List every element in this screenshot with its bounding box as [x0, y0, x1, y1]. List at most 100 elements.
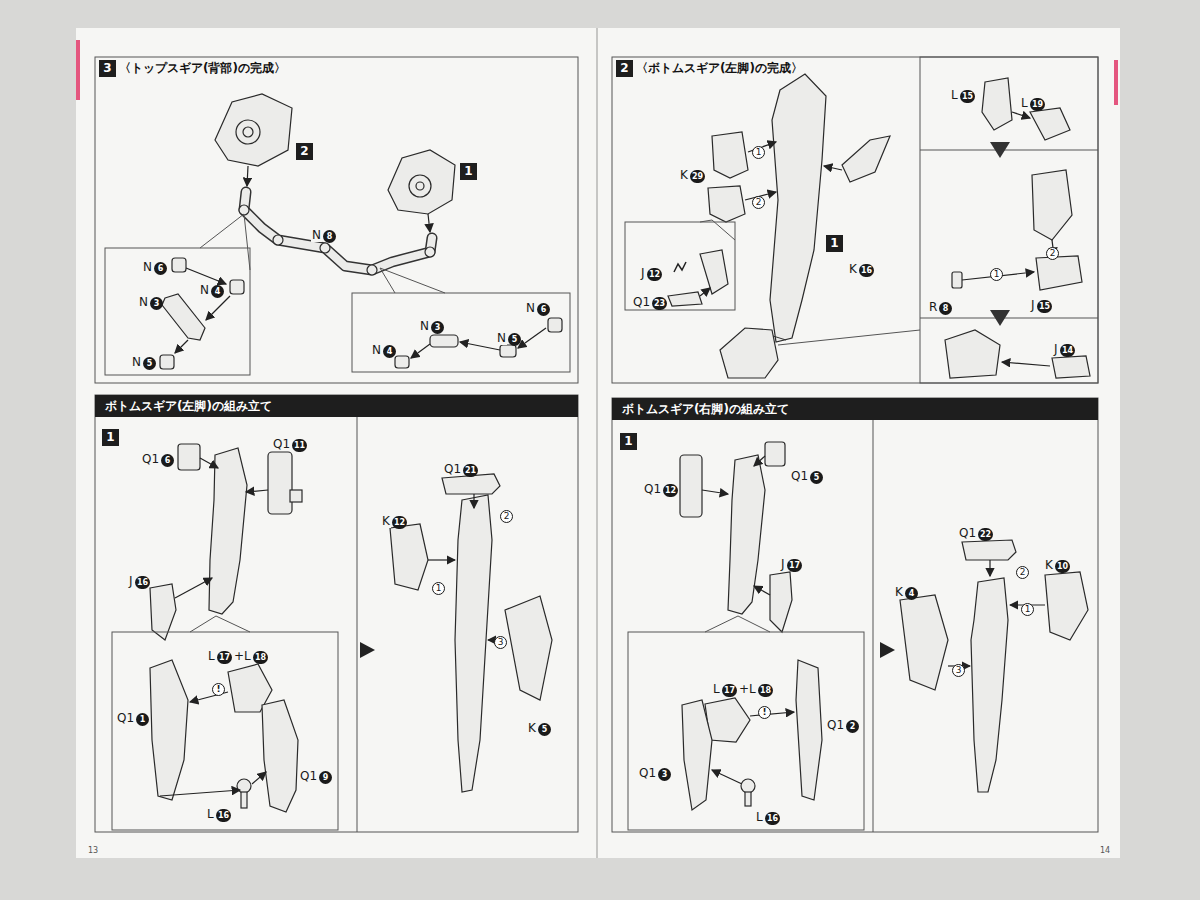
label-anchor: 11	[292, 433, 307, 452]
part-number: 12	[392, 516, 407, 529]
label-anchor: !	[212, 677, 225, 696]
order-circle: 2	[500, 510, 513, 523]
label-anchor: N	[131, 351, 142, 370]
part-number: 17	[722, 684, 737, 697]
part-number: 18	[758, 684, 773, 697]
part-number: 15	[1037, 300, 1052, 313]
label-anchor: !	[758, 700, 771, 719]
label-anchor: L	[950, 84, 959, 103]
label-anchor: 17	[722, 678, 737, 697]
order-circle: 2	[752, 196, 765, 209]
page-number: 14	[1100, 846, 1110, 855]
order-circle: 2	[1046, 247, 1059, 260]
label-anchor: 15	[1037, 294, 1052, 313]
label-anchor: L	[755, 806, 764, 825]
part-letter: K	[679, 168, 689, 182]
label-anchor: 4	[211, 279, 224, 298]
label-anchor: 8	[939, 296, 952, 315]
step-number-box: 1	[102, 426, 119, 446]
label-anchor: 12	[392, 510, 407, 529]
part-letter: Q1	[632, 295, 651, 309]
label-anchor: L	[207, 645, 216, 664]
part-letter: J	[1030, 298, 1036, 312]
part-letter: +L	[738, 682, 757, 696]
label-anchor: 5	[508, 327, 521, 346]
part-letter: L	[755, 810, 764, 824]
label-anchor: J	[1030, 294, 1036, 313]
part-letter: J	[640, 266, 646, 280]
label-anchor: L	[1020, 92, 1029, 111]
part-letter: N	[419, 319, 430, 333]
part-letter: N	[525, 301, 536, 315]
part-letter: Q1	[299, 769, 318, 783]
part-number: 16	[859, 264, 874, 277]
part-letter: N	[138, 295, 149, 309]
part-letter: +L	[233, 649, 252, 663]
label-anchor: 16	[765, 806, 780, 825]
label-anchor: 2	[1046, 241, 1059, 260]
order-circle: 3	[952, 664, 965, 677]
part-letter: L	[1020, 96, 1029, 110]
part-letter: Q1	[958, 526, 977, 540]
label-anchor: 2	[500, 504, 513, 523]
label-anchor: 3	[431, 315, 444, 334]
label-anchor: Q1	[443, 458, 462, 477]
label-anchor: Q1	[116, 707, 135, 726]
part-number: 2	[846, 720, 859, 733]
page-number: 13	[88, 846, 98, 855]
part-number: 11	[292, 439, 307, 452]
part-letter: L	[950, 88, 959, 102]
part-letter: L	[207, 649, 216, 663]
part-number: 3	[431, 321, 444, 334]
label-anchor: N	[138, 291, 149, 310]
label-anchor: 6	[537, 297, 550, 316]
part-letter: Q1	[790, 469, 809, 483]
label-anchor: 4	[383, 339, 396, 358]
part-number: 9	[319, 771, 332, 784]
label-anchor: 2	[1016, 560, 1029, 579]
label-anchor: 5	[143, 351, 156, 370]
label-anchor: N	[525, 297, 536, 316]
heading-text: 〈トップスギア(背部)の完成〉	[119, 60, 286, 77]
step-number-box: 1	[620, 430, 637, 450]
part-letter: J	[1053, 342, 1059, 356]
label-anchor: Q1	[632, 291, 651, 310]
step-number: 2	[296, 143, 313, 160]
label-anchor: 14	[1100, 838, 1110, 857]
part-letter: L	[712, 682, 721, 696]
label-anchor: Q1	[826, 714, 845, 733]
part-letter: Q1	[826, 718, 845, 732]
label-anchor: 15	[960, 84, 975, 103]
part-letter: N	[142, 260, 153, 274]
part-number: 19	[1030, 98, 1045, 111]
label-anchor: 16	[859, 258, 874, 277]
label-anchor: 1	[990, 262, 1003, 281]
order-circle: 1	[432, 582, 445, 595]
label-anchor: 14	[1060, 338, 1075, 357]
label-anchor: 1	[136, 707, 149, 726]
step-heading: 2〈ボトムスギア(左脚)の完成〉	[616, 60, 803, 77]
step-heading: 3〈トップスギア(背部)の完成〉	[99, 60, 286, 77]
label-anchor: 3	[952, 658, 965, 677]
label-anchor: 1	[752, 140, 765, 159]
part-number: 16	[216, 809, 231, 822]
label-anchor: Q1	[272, 433, 291, 452]
part-letter: J	[128, 574, 134, 588]
label-anchor: K	[381, 510, 391, 529]
step-number: 1	[102, 429, 119, 446]
order-circle: 1	[1021, 603, 1034, 616]
part-number: 12	[647, 268, 662, 281]
label-anchor: Q1	[299, 765, 318, 784]
part-letter: N	[371, 343, 382, 357]
label-anchor: N	[311, 224, 322, 243]
label-anchor: J	[780, 553, 786, 572]
label-anchor: 5	[538, 717, 551, 736]
label-anchor: Q1	[790, 465, 809, 484]
label-anchor: Q1	[958, 522, 977, 541]
label-anchor: 10	[1055, 554, 1070, 573]
part-number: 4	[905, 587, 918, 600]
label-anchor: +L	[233, 645, 252, 664]
section-title: ボトムスギア(左脚)の組み立て	[105, 399, 272, 413]
label-anchor: 1	[1021, 597, 1034, 616]
